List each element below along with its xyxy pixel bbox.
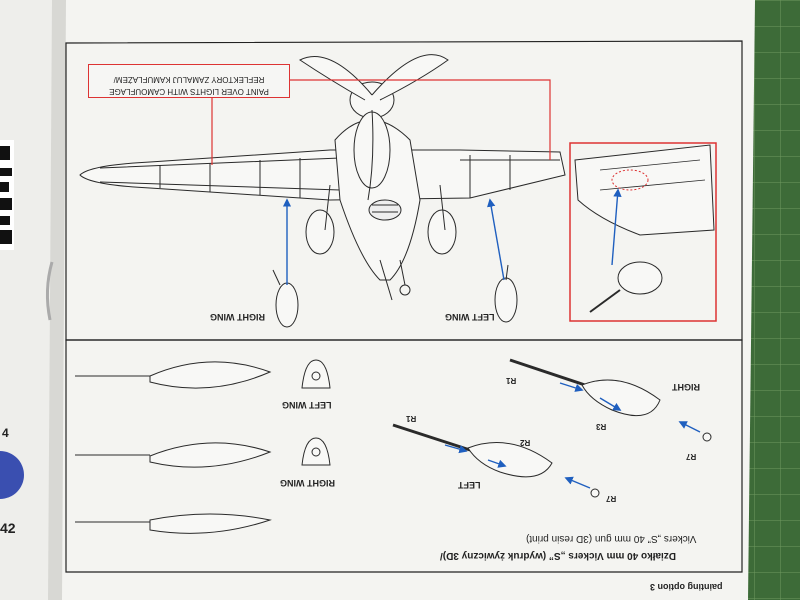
label-r2: R2 xyxy=(520,438,531,447)
exploded-gun-parts xyxy=(392,358,712,498)
label-right-wing: RIGHT WING xyxy=(280,478,335,488)
callout-lines xyxy=(211,79,551,165)
label-r1-upper: R1 xyxy=(506,376,517,385)
spine-shadow xyxy=(48,0,66,600)
left-page-number: 42 xyxy=(0,520,16,536)
label-r7-right: R7 xyxy=(686,452,697,461)
label-r3: R3 xyxy=(596,422,607,431)
left-page-side-number: 4 xyxy=(2,426,9,440)
callout-line-1: PAINT OVER LIGHTS WITH CAMOUFLAGE xyxy=(109,87,269,96)
left-page xyxy=(0,0,62,600)
staple xyxy=(45,261,54,321)
top-arrows xyxy=(282,198,505,285)
callout-line-2: REFLEKTORY ZAMALUJ KAMUFLAŻEM/ xyxy=(113,75,265,84)
label-right-wing-top: RIGHT WING xyxy=(210,312,265,322)
camouflage-callout: PAINT OVER LIGHTS WITH CAMOUFLAGE REFLEK… xyxy=(88,64,290,98)
label-r1-lower: R1 xyxy=(406,414,417,423)
qr-code xyxy=(0,140,14,250)
left-page-badge xyxy=(0,451,24,499)
label-left: LEFT xyxy=(458,480,481,490)
panel-middle xyxy=(65,339,743,573)
section-title-line-2: Vickers „S” 40 mm gun (3D resin print) xyxy=(526,533,697,544)
label-right: RIGHT xyxy=(672,382,700,392)
label-left-wing: LEFT WING xyxy=(282,400,332,410)
label-r7-left: R7 xyxy=(606,494,617,503)
vickers-gun-views xyxy=(75,359,331,534)
bottom-strip-heading: painting option 3 xyxy=(650,582,723,592)
detail-inset xyxy=(569,142,717,322)
section-title-line-1: Działko 40 mm Vickers „S” (wydruk żywicz… xyxy=(440,550,677,561)
middle-arrows xyxy=(444,382,701,489)
airplane-drawing xyxy=(79,54,566,301)
label-left-wing-top: LEFT WING xyxy=(445,312,495,322)
wing-gun-pods xyxy=(272,264,518,328)
